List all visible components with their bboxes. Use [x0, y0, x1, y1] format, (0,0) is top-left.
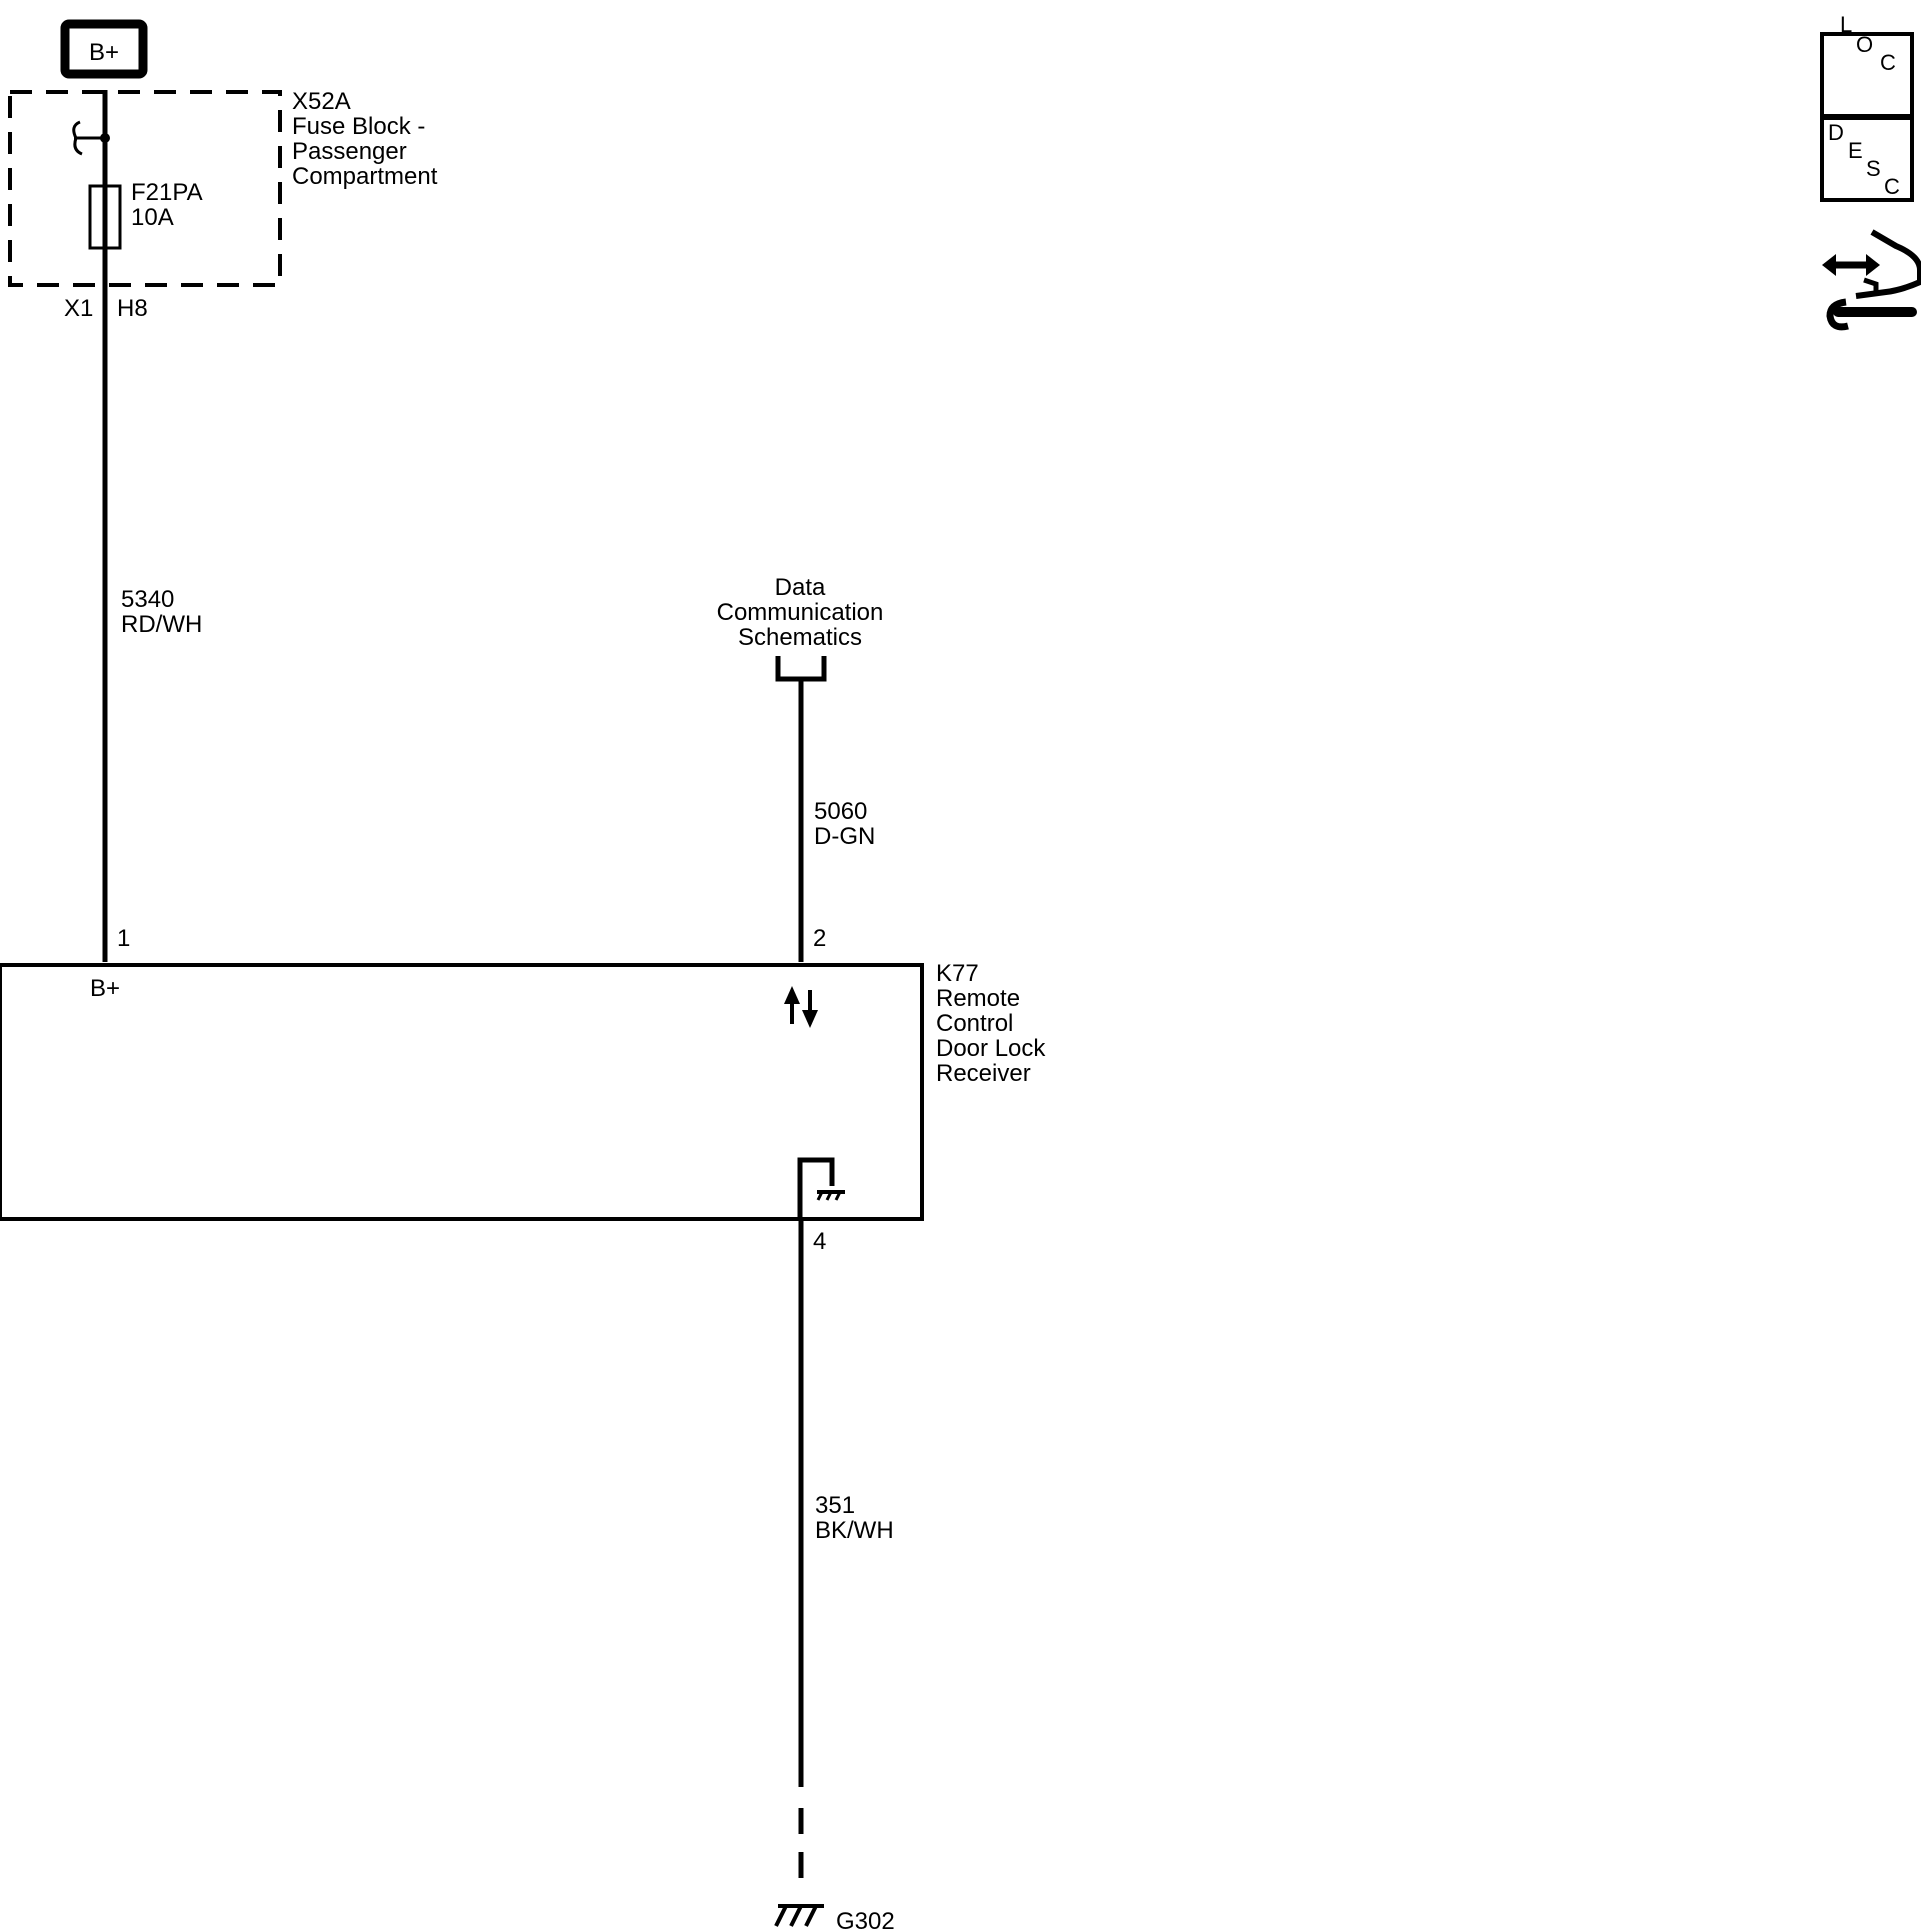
module-outline	[0, 963, 924, 1221]
data-link-label-3: Schematics	[738, 624, 862, 651]
fuse-block-name-2: Passenger	[292, 138, 407, 165]
connector-service-icon[interactable]	[1822, 229, 1921, 331]
desc-letter-d: D	[1828, 120, 1844, 145]
module-id: K77	[936, 960, 979, 987]
ground-wire: 351 BK/WH	[798, 1219, 894, 1890]
ground-id: G302	[836, 1908, 895, 1930]
bidirectional-data-icon	[784, 986, 818, 1028]
module-name-2: Control	[936, 1010, 1013, 1037]
desc-button-frame[interactable]	[1820, 116, 1914, 202]
power-source-box	[60, 19, 148, 79]
module-name-1: Remote	[936, 985, 1020, 1012]
fuse-block-connector: X1	[64, 295, 93, 322]
data-link-bracket-icon	[775, 656, 827, 682]
bus-bar-icon	[72, 120, 105, 156]
loc-button-frame[interactable]	[1820, 32, 1914, 118]
module-name-3: Door Lock	[936, 1035, 1046, 1062]
power-source: B+	[60, 19, 148, 79]
data-wire-color: D-GN	[814, 823, 875, 850]
fuse-block-name-1: Fuse Block -	[292, 113, 425, 140]
module-power-label: B+	[90, 975, 120, 1002]
power-source-label: B+	[89, 39, 119, 66]
fuse-id: F21PA	[131, 179, 203, 206]
fuse-block: X52A Fuse Block - Passenger Compartment …	[8, 88, 438, 322]
desc-button[interactable]: D E S C	[1820, 116, 1914, 202]
power-wire: 5340 RD/WH	[102, 90, 202, 962]
module-pin-power: 1	[117, 925, 130, 952]
data-link-label-2: Communication	[717, 599, 884, 626]
loc-button[interactable]: L O C	[1820, 12, 1914, 118]
module-pin-ground: 4	[813, 1228, 826, 1255]
loc-letter-o: O	[1856, 32, 1873, 57]
fuse-block-name-3: Compartment	[292, 163, 438, 190]
desc-letter-c: C	[1884, 174, 1900, 199]
ground-wire-color: BK/WH	[815, 1517, 894, 1544]
chassis-ground-icon	[774, 1904, 824, 1927]
fuse-block-id: X52A	[292, 88, 351, 115]
data-wire-circuit: 5060	[814, 798, 867, 825]
ground-wire-circuit: 351	[815, 1492, 855, 1519]
fuse-rating: 10A	[131, 204, 174, 231]
fuse-block-terminal: H8	[117, 295, 148, 322]
power-wire-circuit: 5340	[121, 586, 174, 613]
internal-ground-icon	[797, 1157, 845, 1219]
module-name-4: Receiver	[936, 1060, 1031, 1087]
desc-letter-e: E	[1848, 138, 1863, 163]
loc-letter-c: C	[1880, 50, 1896, 75]
loc-letter-l: L	[1840, 12, 1852, 37]
power-wire-color: RD/WH	[121, 611, 202, 638]
desc-letter-s: S	[1866, 156, 1881, 181]
data-link-label-1: Data	[775, 574, 826, 601]
data-link: Data Communication Schematics 5060 D-GN	[717, 574, 884, 962]
module-pin-data: 2	[813, 925, 826, 952]
ground-g302: G302	[774, 1904, 895, 1930]
module-k77: 1 2 B+ K77 Remote Control Door Lock Rece…	[0, 925, 1046, 1255]
fuse-block-outline	[8, 90, 282, 287]
